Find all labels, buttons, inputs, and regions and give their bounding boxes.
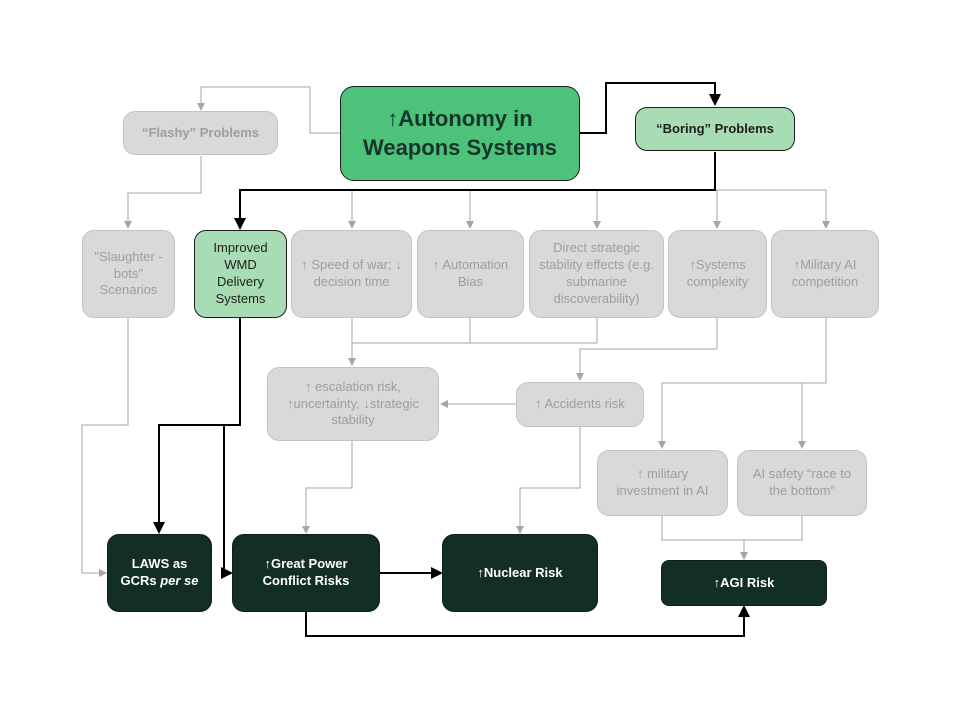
military-investment-node: ↑ military investment in AI: [597, 450, 728, 516]
nuclear-risk-label: ↑Nuclear Risk: [477, 564, 563, 580]
automation-bias-label: ↑ Automation Bias: [432, 257, 509, 289]
wmd-delivery-label: Improved WMD Delivery Systems: [213, 240, 268, 306]
edge-military-ai-split: [658, 318, 827, 449]
speed-of-war-node: ↑ Speed of war; ↓ decision time: [291, 230, 412, 318]
agi-risk-label: ↑AGI Risk: [713, 574, 775, 590]
systems-complexity-node: ↑Systems complexity: [668, 230, 767, 318]
edge-boring-wmd: [234, 152, 716, 230]
strategic-stability-node: Direct strategic stability effects (e.g.…: [529, 230, 664, 318]
speed-of-war-label: ↑ Speed of war; ↓ decision time: [301, 257, 402, 289]
edge-merge-three: [351, 318, 598, 344]
military-investment-label: ↑ military investment in AI: [616, 466, 709, 498]
automation-bias-node: ↑ Automation Bias: [417, 230, 524, 318]
edge-wmd-laws: [153, 318, 241, 534]
laws-gcrs-emphasis: per se: [160, 573, 199, 588]
laws-gcrs-label: LAWS as GCRs per se: [115, 556, 205, 590]
edge-great-power-agi: [305, 605, 750, 637]
great-power-conflict-label: ↑Great Power Conflict Risks: [262, 556, 350, 588]
edge-wmd-great-power: [221, 425, 233, 579]
edge-complexity-accidents: [576, 318, 718, 381]
wmd-delivery-node: Improved WMD Delivery Systems: [194, 230, 287, 318]
laws-gcrs-node: LAWS as GCRs per se: [107, 534, 212, 612]
slaughterbots-label: "Slaughter -bots" Scenarios: [94, 248, 163, 298]
accidents-risk-node: ↑ Accidents risk: [516, 382, 644, 427]
great-power-conflict-node: ↑Great Power Conflict Risks: [232, 534, 380, 612]
edge-escalation-great-power: [302, 441, 353, 534]
military-ai-competition-label: ↑Military AI competition: [791, 257, 859, 289]
edge-race-agi: [740, 516, 803, 560]
agi-risk-node: ↑AGI Risk: [661, 560, 827, 606]
boring-problems-node: “Boring” Problems: [635, 107, 795, 151]
laws-gcrs-text: LAWS as GCRs: [120, 556, 188, 588]
escalation-risk-node: ↑ escalation risk, ↑uncertainty, ↓strate…: [267, 367, 439, 441]
edge-flashy-slaughterbots: [124, 156, 202, 229]
edge-investment-agi: [661, 516, 744, 541]
strategic-stability-label: Direct strategic stability effects (e.g.…: [539, 240, 654, 306]
race-to-bottom-label: AI safety “race to the bottom”: [752, 466, 852, 498]
systems-complexity-label: ↑Systems complexity: [686, 257, 749, 289]
slaughterbots-node: "Slaughter -bots" Scenarios: [82, 230, 175, 318]
military-ai-competition-node: ↑Military AI competition: [771, 230, 879, 318]
accidents-risk-label: ↑ Accidents risk: [535, 396, 625, 412]
autonomy-label: ↑Autonomy in Weapons Systems: [362, 105, 557, 160]
nuclear-risk-node: ↑Nuclear Risk: [442, 534, 598, 612]
race-to-bottom-node: AI safety “race to the bottom”: [737, 450, 867, 516]
boring-problems-label: “Boring” Problems: [656, 120, 774, 136]
edge-slaughterbots-laws: [81, 318, 129, 577]
edge-accidents-nuclear: [516, 427, 581, 534]
flashy-problems-label: “Flashy” Problems: [141, 124, 260, 140]
edge-autonomy-flashy: [197, 86, 340, 134]
flashy-problems-node: “Flashy” Problems: [123, 111, 278, 155]
edge-autonomy-boring: [580, 82, 721, 134]
autonomy-node: ↑Autonomy in Weapons Systems: [340, 86, 580, 181]
escalation-risk-label: ↑ escalation risk, ↑uncertainty, ↓strate…: [287, 378, 419, 428]
